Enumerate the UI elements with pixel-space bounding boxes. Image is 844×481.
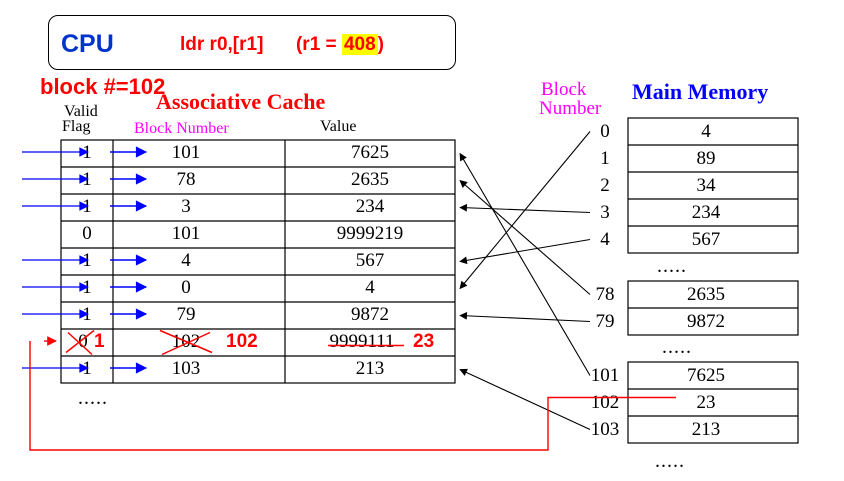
memory-value: 2635 [687, 284, 725, 305]
memory-value: 4 [701, 121, 711, 142]
memory-to-cache-arrow [459, 238, 591, 265]
cache-ellipsis: ..... [78, 387, 108, 409]
cache-valid-cell: 0 [82, 223, 92, 244]
block-number-header: Block Number [134, 120, 229, 137]
cache-valid-cell: 1 [82, 142, 92, 163]
memory-to-cache-arrow [459, 203, 591, 214]
memory-value: 9872 [687, 311, 725, 332]
cache-value-cell: 2635 [351, 169, 389, 190]
cache-value-cell: 234 [355, 196, 385, 217]
memory-block-header-line2: Number [539, 98, 602, 119]
memory-value: 7625 [687, 365, 725, 386]
cache-value-cell: 4 [365, 277, 375, 298]
memory-block-number: 101 [590, 365, 620, 386]
cache-title: Associative Cache [156, 89, 326, 114]
memory-to-cache-arrow [459, 131, 591, 290]
instruction-text: ldr r0,[r1] [180, 34, 264, 55]
valid-header-line2: Flag [62, 118, 91, 135]
memory-to-cache-arrow [459, 368, 591, 430]
memory-value: 89 [696, 148, 716, 169]
cache-block-cell: 101 [171, 223, 201, 244]
cache-value-cell: 567 [355, 250, 385, 271]
cache-value-cell: 7625 [351, 142, 389, 163]
cache-new-valid: 1 [94, 331, 105, 352]
memory-block-number: 103 [590, 419, 620, 440]
register-suffix: ) [377, 34, 384, 55]
memory-block-number: 78 [595, 284, 615, 305]
memory-ellipsis-2: ..... [662, 336, 692, 358]
cache-value-cell: 9872 [351, 304, 389, 325]
cache-valid-cell: 1 [82, 277, 92, 298]
cache-value-cell: 9999111 [329, 331, 395, 352]
memory-block-number: 4 [600, 229, 610, 250]
memory-to-cache-arrow [459, 152, 591, 376]
memory-value: 23 [696, 392, 716, 413]
register-prefix: (r1 = [295, 34, 342, 55]
memory-block-header-line1: Block [541, 79, 587, 100]
memory-value: 34 [696, 175, 716, 196]
cpu-instruction: ldr r0,[r1] (r1 = 408) [180, 34, 384, 56]
cache-block-cell: 0 [181, 277, 191, 298]
cache-block-cell: 4 [181, 250, 191, 271]
cache-value-cell: 213 [355, 358, 385, 379]
register-value: 408 [341, 34, 378, 55]
memory-block-number: 2 [600, 175, 610, 196]
cache-valid-cell: 1 [82, 358, 92, 379]
memory-block-number: 1 [600, 148, 610, 169]
block-number-label: block #=102 [40, 74, 166, 99]
memory-ellipsis-3: ..... [655, 450, 685, 472]
memory-block-number: 0 [600, 121, 610, 142]
memory-to-cache-arrow [459, 179, 591, 295]
memory-block-number: 3 [600, 202, 610, 223]
cache-block-cell: 103 [171, 358, 201, 379]
cache-block-cell: 79 [176, 304, 196, 325]
memory-block-number: 79 [595, 311, 615, 332]
cpu-box [48, 15, 456, 70]
cache-block-cell: 101 [171, 142, 201, 163]
memory-ellipsis-1: ..... [657, 255, 687, 277]
cache-block-cell: 78 [176, 169, 196, 190]
memory-block-number: 102 [590, 392, 620, 413]
memory-value: 213 [691, 419, 721, 440]
cache-valid-cell: 1 [82, 169, 92, 190]
cache-new-value: 23 [413, 331, 435, 352]
cache-valid-cell: 1 [82, 304, 92, 325]
memory-value: 234 [691, 202, 721, 223]
value-header: Value [320, 118, 357, 135]
cache-valid-cell: 1 [82, 250, 92, 271]
memory-value: 567 [691, 229, 721, 250]
cache-value-cell: 9999219 [336, 223, 404, 244]
cache-new-block: 102 [226, 331, 258, 352]
cpu-label: CPU [61, 30, 114, 58]
valid-header-line1: Valid [64, 103, 98, 120]
memory-to-cache-arrow [459, 311, 591, 323]
main-memory-title: Main Memory [632, 79, 769, 104]
cache-block-cell: 3 [181, 196, 191, 217]
cache-valid-cell: 1 [82, 196, 92, 217]
